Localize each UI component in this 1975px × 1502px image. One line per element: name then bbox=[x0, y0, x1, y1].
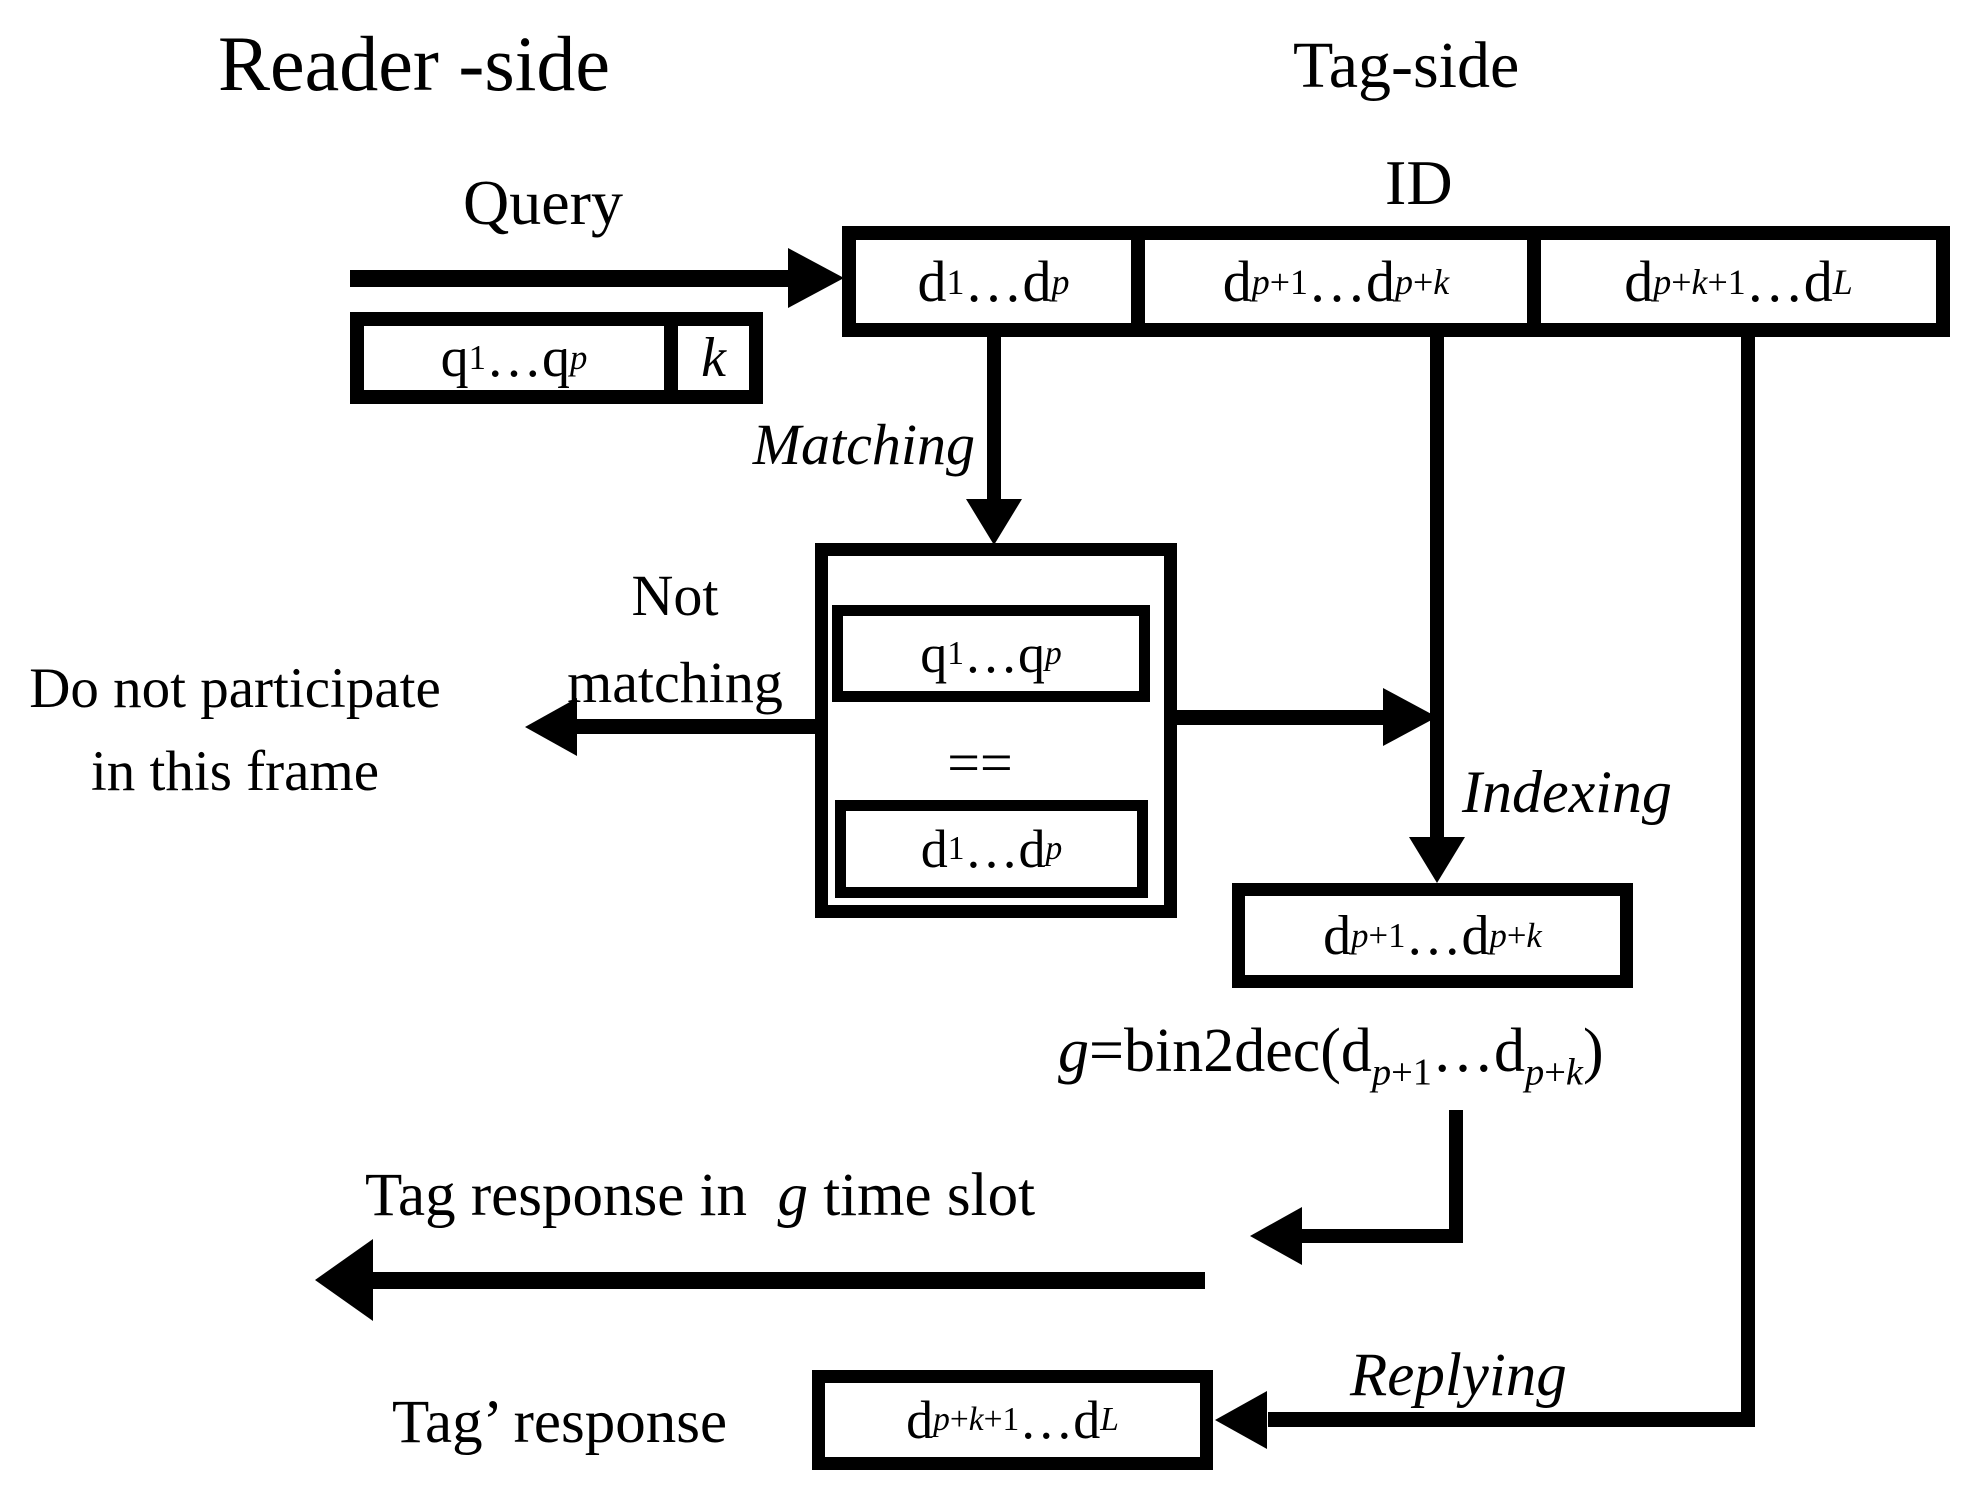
tag-reply-caption: Tag’ response bbox=[392, 1389, 728, 1456]
compare-equals: == bbox=[947, 730, 1013, 795]
slot-elbow-left-icon bbox=[1250, 1207, 1302, 1265]
tag-side-title: Tag-side bbox=[1293, 29, 1520, 102]
replying-arrow-shaft bbox=[1268, 1412, 1755, 1427]
slot-elbow-vertical bbox=[1449, 1110, 1463, 1242]
matching-label: Matching bbox=[752, 412, 975, 477]
tag-response-slot-label: Tag response in g time slot bbox=[365, 1162, 1036, 1229]
query-arrow-right-icon bbox=[788, 248, 844, 308]
id-index-drop-line bbox=[1430, 337, 1444, 837]
response-arrow-left-icon bbox=[315, 1239, 373, 1321]
match-to-index-shaft bbox=[1177, 710, 1385, 725]
no-participate-label: Do not participate in this frame bbox=[29, 657, 441, 803]
id-suffix-drop-line bbox=[1741, 337, 1755, 1427]
replying-label: Replying bbox=[1350, 1342, 1567, 1409]
response-arrow-shaft bbox=[358, 1272, 1205, 1289]
reader-side-title: Reader -side bbox=[218, 20, 610, 107]
indexing-label: Indexing bbox=[1462, 759, 1672, 825]
matching-arrow-down-icon bbox=[966, 499, 1022, 545]
replying-arrow-left-icon bbox=[1215, 1391, 1267, 1449]
not-matching-arrow-left-icon bbox=[525, 698, 577, 756]
not-matching-arrow-shaft bbox=[575, 719, 815, 734]
id-label: ID bbox=[1385, 147, 1453, 218]
slot-elbow-horizontal bbox=[1300, 1229, 1463, 1243]
compare-box bbox=[815, 543, 1177, 918]
indexing-arrow-down-icon bbox=[1409, 837, 1465, 883]
bin2dec-formula: g=bin2dec(dp+1…dp+k) bbox=[1058, 1017, 1604, 1094]
query-label: Query bbox=[463, 167, 623, 238]
query-arrow-shaft bbox=[350, 270, 790, 287]
query-cell-k: k bbox=[701, 327, 726, 389]
id-prefix-drop-line bbox=[987, 337, 1001, 499]
not-matching-label: Not matching bbox=[567, 563, 783, 715]
match-to-index-right-icon bbox=[1383, 688, 1437, 746]
